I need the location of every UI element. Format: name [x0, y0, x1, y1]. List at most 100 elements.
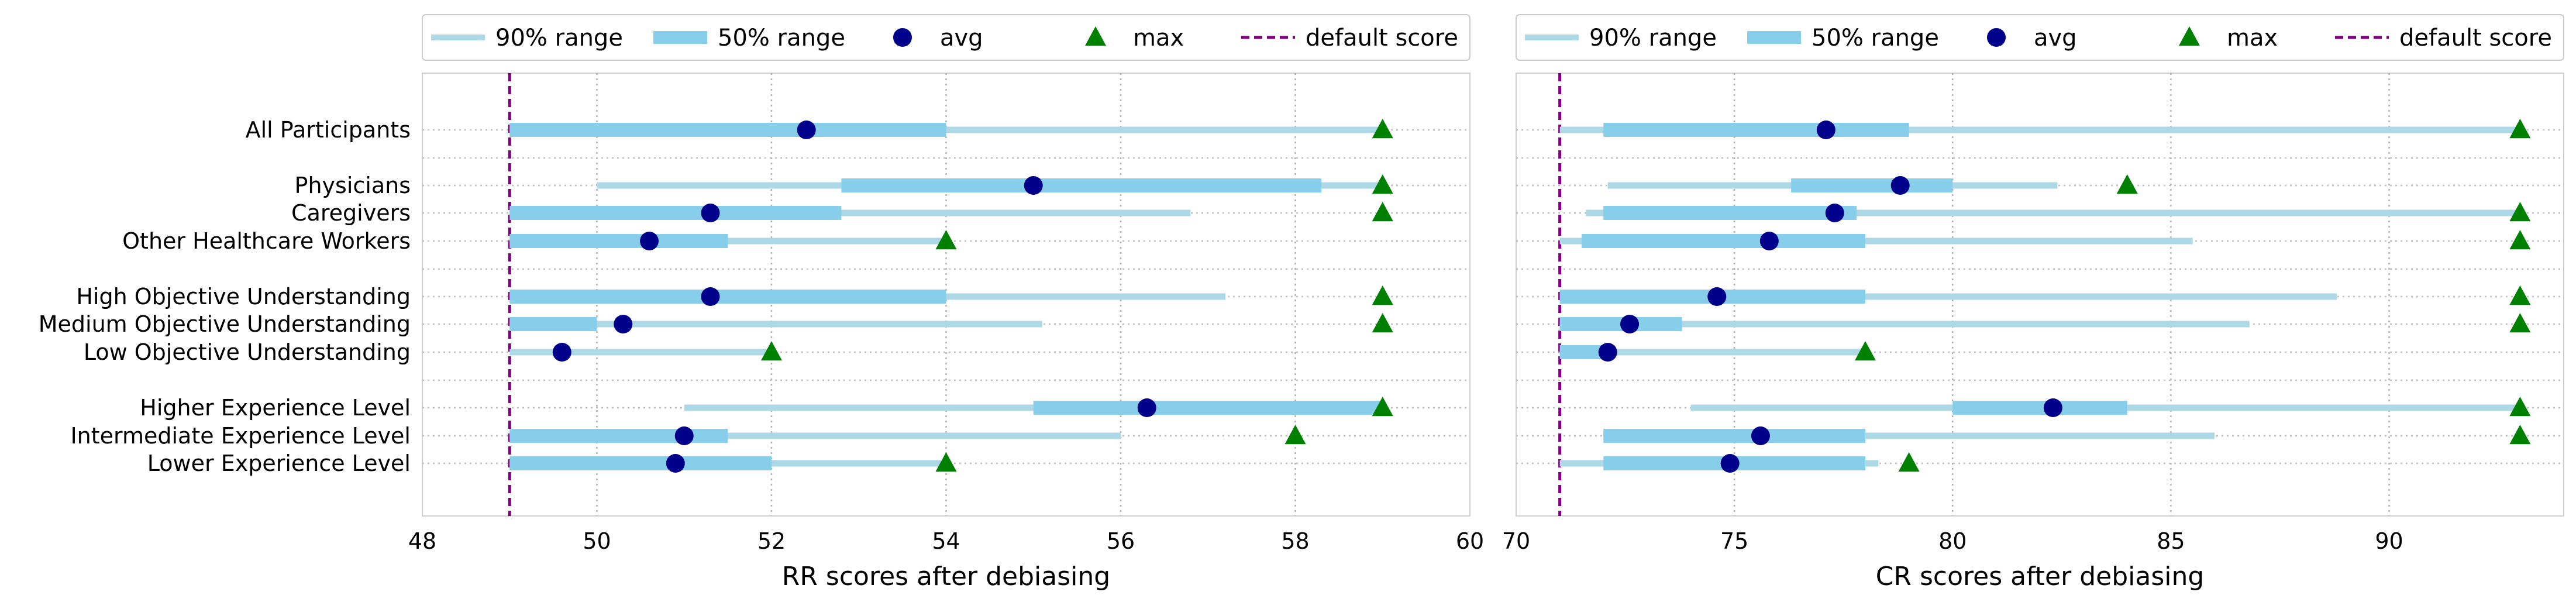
max-marker-low-objective-understanding	[1854, 341, 1876, 361]
max-marker-lower-experience-level	[1898, 452, 1920, 472]
range50-bar-all-participants	[509, 123, 946, 137]
avg-point-physicians	[1024, 176, 1043, 195]
tick-label-90: 90	[2375, 528, 2403, 554]
avg-point-higher-experience-level	[2043, 398, 2062, 417]
tick-label-54: 54	[932, 528, 960, 554]
max-marker-caregivers	[2509, 202, 2531, 222]
range50-bar-caregivers	[1603, 206, 1857, 220]
range50-bar-lower-experience-level	[509, 456, 772, 470]
max-marker-all-participants	[1372, 119, 1393, 139]
category-label-intermediate-experience-level: Intermediate Experience Level	[70, 423, 411, 449]
category-label-all-participants: All Participants	[246, 117, 411, 143]
range50-bar-physicians	[1791, 178, 1953, 192]
legend-label-max: max	[1133, 25, 1184, 51]
max-marker-lower-experience-level	[935, 452, 957, 472]
avg-point-intermediate-experience-level	[1751, 426, 1770, 445]
legend: 90% range 50% range avg max default score	[422, 14, 1470, 61]
avg-point-physicians	[1890, 176, 1910, 195]
range50-bar-all-participants	[1603, 123, 1909, 137]
max-marker-physicians	[1372, 174, 1393, 194]
category-label-caregivers: Caregivers	[291, 200, 411, 226]
legend-box	[1516, 14, 2564, 61]
legend: 90% range 50% range avg max default score	[1516, 14, 2564, 61]
range50-bar-higher-experience-level	[1952, 401, 2127, 415]
max-marker-intermediate-experience-level	[1284, 425, 1306, 445]
avg-point-all-participants	[797, 121, 816, 139]
legend-label-avg: avg	[2034, 25, 2077, 51]
tick-label-52: 52	[757, 528, 786, 554]
max-marker-caregivers	[1372, 202, 1393, 222]
max-marker-high-objective-understanding	[2509, 285, 2531, 305]
category-label-higher-experience-level: Higher Experience Level	[140, 395, 411, 421]
range50-bar-other-healthcare-workers	[509, 234, 728, 248]
tick-label-85: 85	[2157, 528, 2185, 554]
x-axis-title: CR scores after debiasing	[1876, 562, 2205, 591]
max-marker-all-participants	[2509, 119, 2531, 139]
max-marker-intermediate-experience-level	[2509, 425, 2531, 445]
max-marker-higher-experience-level	[1372, 397, 1393, 417]
range50-bar-physicians	[841, 178, 1322, 192]
avg-point-high-objective-understanding	[1707, 287, 1727, 306]
tick-label-75: 75	[1720, 528, 1748, 554]
avg-point-medium-objective-understanding	[614, 315, 633, 333]
legend-label-range90: 90% range	[1589, 25, 1717, 51]
legend-swatch-avg	[1987, 28, 2006, 47]
max-marker-higher-experience-level	[2509, 397, 2531, 417]
range50-bar-intermediate-experience-level	[509, 429, 728, 443]
avg-point-lower-experience-level	[666, 454, 685, 473]
legend-label-avg: avg	[940, 25, 983, 51]
avg-point-higher-experience-level	[1137, 398, 1156, 417]
tick-label-48: 48	[408, 528, 436, 554]
legend-label-range50: 50% range	[1812, 25, 1939, 51]
rr-scores-panel: 48 50 52 54 56 58 60 RR scores after debiasing A…	[39, 14, 1484, 591]
range50-bar-other-healthcare-workers	[1581, 234, 1865, 248]
avg-point-low-objective-understanding	[552, 343, 571, 362]
max-marker-low-objective-understanding	[760, 341, 783, 361]
legend-label-range90: 90% range	[495, 25, 623, 51]
range50-bar-low-objective-understanding	[1559, 345, 1604, 359]
avg-point-caregivers	[701, 204, 720, 222]
category-label-other-healthcare-workers: Other Healthcare Workers	[122, 228, 411, 254]
category-label-medium-objective-understanding: Medium Objective Understanding	[39, 311, 411, 337]
category-label-high-objective-understanding: High Objective Understanding	[76, 284, 411, 309]
legend-label-max: max	[2227, 25, 2278, 51]
max-marker-other-healthcare-workers	[2509, 230, 2531, 250]
max-marker-medium-objective-understanding	[2509, 313, 2531, 333]
legend-label-default: default score	[1306, 25, 1458, 51]
legend-swatch-max	[1084, 26, 1107, 46]
avg-point-medium-objective-understanding	[1620, 315, 1640, 333]
avg-point-lower-experience-level	[1720, 454, 1740, 473]
legend-label-default: default score	[2399, 25, 2552, 51]
tick-label-56: 56	[1107, 528, 1135, 554]
tick-label-60: 60	[1456, 528, 1484, 554]
legend-label-range50: 50% range	[718, 25, 845, 51]
max-marker-physicians	[2116, 174, 2138, 194]
tick-label-70: 70	[1502, 528, 1530, 554]
legend-swatch-range50	[653, 31, 707, 44]
tick-label-58: 58	[1281, 528, 1309, 554]
legend-swatch-max	[2178, 26, 2200, 46]
category-label-lower-experience-level: Lower Experience Level	[147, 450, 411, 476]
category-label-physicians: Physicians	[295, 173, 411, 198]
range50-bar-higher-experience-level	[1033, 401, 1383, 415]
max-marker-medium-objective-understanding	[1372, 313, 1393, 333]
legend-box	[422, 14, 1470, 61]
category-label-low-objective-understanding: Low Objective Understanding	[84, 339, 411, 365]
avg-point-intermediate-experience-level	[674, 426, 694, 445]
avg-point-other-healthcare-workers	[640, 232, 659, 250]
avg-point-all-participants	[1816, 121, 1835, 139]
range50-bar-high-objective-understanding	[509, 290, 946, 304]
avg-point-other-healthcare-workers	[1759, 232, 1779, 250]
range50-bar-intermediate-experience-level	[1603, 429, 1865, 443]
x-axis-title: RR scores after debiasing	[782, 562, 1110, 591]
avg-point-caregivers	[1825, 204, 1844, 222]
legend-swatch-range50	[1747, 31, 1801, 44]
range50-bar-medium-objective-understanding	[509, 317, 597, 331]
range50-bar-caregivers	[509, 206, 842, 220]
tick-label-50: 50	[583, 528, 611, 554]
max-marker-high-objective-understanding	[1372, 285, 1393, 305]
avg-point-low-objective-understanding	[1598, 343, 1617, 362]
